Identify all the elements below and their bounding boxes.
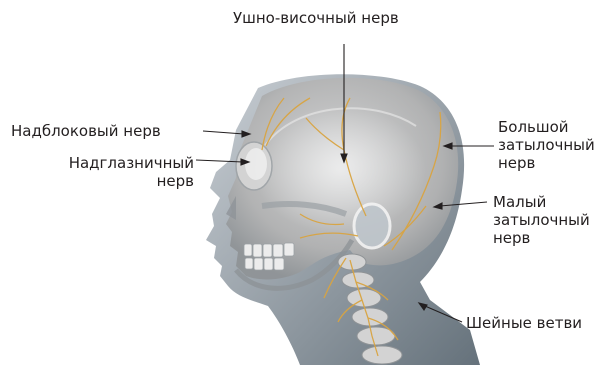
ear xyxy=(354,204,390,248)
label-cervical: Шейные ветви xyxy=(466,314,582,332)
orbit-glow xyxy=(245,148,267,180)
label-lesser-occipital: Малый затылочный нерв xyxy=(493,193,590,247)
label-greater-occipital: Большой затылочный нерв xyxy=(498,118,595,172)
label-supratrochlear: Надблоковый нерв xyxy=(11,122,161,140)
label-supraorbital: Надглазничный нерв xyxy=(69,154,194,190)
label-auriculotemporal: Ушно-височный нерв xyxy=(233,9,399,27)
